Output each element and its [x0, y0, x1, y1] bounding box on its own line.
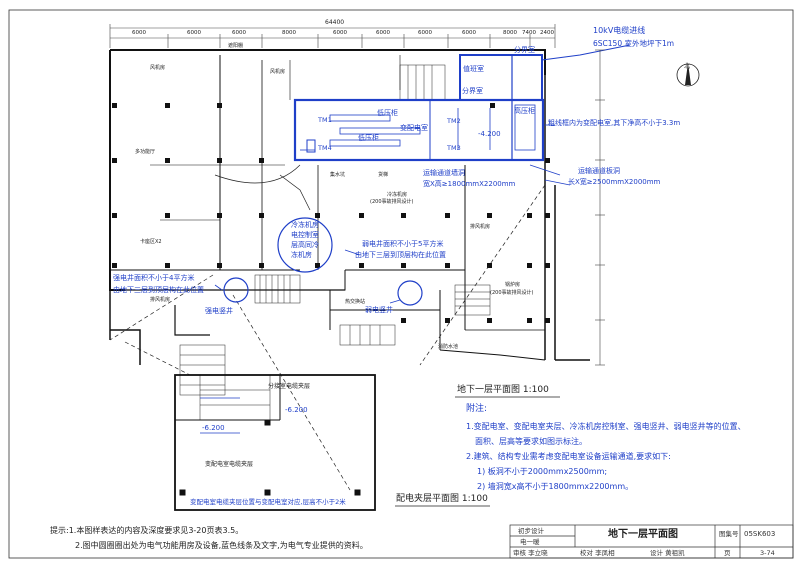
mezzanine-position-note: 变配电室电缆夹层位置与变配电室对应,层高不小于2米 — [190, 498, 346, 506]
room-label: 遮阳棚 — [228, 43, 244, 49]
north-label: 北 — [684, 63, 691, 70]
appendix-item-2: 2.建筑、结构专业需考虑变配电室设备运输通道,要求如下: — [466, 452, 671, 461]
divider-mezzanine-label: 分接室电缆夹层 — [268, 383, 311, 390]
mezzanine-room-label: 变配电室电缆夹层 — [205, 461, 254, 468]
room-label: 排风机房 — [470, 224, 491, 230]
mezzanine-plan — [174, 374, 376, 511]
span-dim: 6000 — [333, 30, 347, 36]
transformer-room-label: 变配电室 — [400, 124, 428, 132]
room-label: 货梯 — [378, 172, 389, 178]
atlas-number: 05SK603 — [744, 530, 776, 538]
substation-clearance-note: 粗线框内为变配电室,其下净高不小于3.3m — [548, 119, 681, 127]
wall-opening-note: 运输通道墙洞 — [423, 169, 465, 177]
discipline: 电一暖 — [520, 538, 540, 546]
cable-entry-label: 10kV电缆进线 — [593, 26, 646, 35]
divider-room-label-2: 分界室 — [462, 87, 483, 95]
design-stage: 初步设计 — [518, 527, 544, 535]
low-voltage-cabinet-label: 低压柜 — [358, 134, 379, 142]
appendix-item-2-2: 2) 墙洞宽x高不小于1800mmx2200mm。 — [477, 482, 634, 491]
weak-shaft-area-note: 弱电井面积不小于5平方米 — [362, 240, 444, 248]
bottom-note-2: 2.图中圆圈圈出处为电气功能用房及设备,蓝色线条及文字,为电气专业提供的资料。 — [75, 541, 368, 550]
room-label: 集水坑 — [330, 172, 346, 178]
north-arrow — [676, 63, 700, 87]
mezzanine-elevation-a: -6.200 — [285, 406, 308, 414]
page-label: 页 — [724, 549, 731, 557]
substation-zone — [293, 44, 631, 162]
checker: 校对 李凤相 — [580, 549, 615, 557]
atlas-label: 图集号 — [719, 530, 739, 538]
bottom-note-1: 提示:1.本图样表达的内容及深度要求见3-20页表3.5。 — [50, 526, 244, 535]
room-label: 锅炉房 — [505, 282, 521, 288]
stair-cores — [179, 64, 491, 421]
slab-opening-note: 运输通道板洞 — [578, 167, 620, 175]
divider-room-label: 分界室 — [514, 46, 535, 54]
span-dim: 6000 — [132, 30, 146, 36]
sheet-border — [8, 9, 794, 559]
duty-room-label: 值班室 — [463, 65, 484, 73]
top-dimension-lines — [109, 24, 556, 48]
strong-shaft-label: 强电竖井 — [205, 307, 233, 315]
elevation-label: -4.200 — [478, 130, 501, 138]
tm1-label: TM1 — [318, 116, 332, 124]
span-dim: 8000 — [503, 30, 517, 36]
span-dim: 6000 — [376, 30, 390, 36]
span-dim: 6000 — [418, 30, 432, 36]
room-label: 消防水池 — [438, 344, 459, 350]
designer: 设计 黄祖凯 — [650, 549, 685, 557]
stage-arc — [214, 164, 311, 211]
span-dim: 6000 — [462, 30, 476, 36]
slab-opening-size: 长X宽≥2500mmX2000mm — [568, 178, 661, 186]
appendix-heading: 附注: — [466, 404, 488, 414]
weak-shaft-label: 弱电竖井 — [365, 306, 393, 314]
chiller-control-note: 电控制室 — [291, 231, 319, 239]
span-dim: 6000 — [232, 30, 246, 36]
cable-spec-label: 6SC150 室外地坪下1m — [593, 39, 675, 48]
appendix-item-2-1: 1) 板洞不小于2000mmx2500mm; — [477, 467, 608, 476]
span-dim: 6000 — [187, 30, 201, 36]
mezzanine-projection — [109, 184, 546, 491]
span-dim: 8000 — [282, 30, 296, 36]
weak-shaft-floors-note: 由地下三层到顶层构在此位置 — [355, 251, 446, 259]
room-label: (200事故排风设计) — [490, 290, 534, 296]
room-label: 多功能厅 — [135, 149, 156, 155]
span-dim: 2400 — [540, 30, 554, 36]
basement-plan-title: 地下一层平面图 1:100 — [457, 385, 549, 395]
chiller-control-note: 冷冻机房 — [291, 221, 319, 229]
tm3-label: TM3 — [447, 144, 461, 152]
reviewer: 审核 李立晓 — [513, 549, 548, 557]
page-number: 3-74 — [760, 549, 775, 557]
total-dimension: 64400 — [325, 19, 345, 26]
wall-opening-size: 宽X高≥1800mmX2200mm — [423, 180, 516, 188]
chiller-control-note: 层高同冷 — [291, 241, 319, 249]
title-block-frame — [509, 524, 794, 559]
strong-shaft-area-note: 强电井面积不小于4平方米 — [113, 274, 195, 282]
room-label: 冷冻机房 — [387, 192, 408, 198]
high-voltage-room-label: 高压柜 — [514, 107, 535, 115]
electrical-room-circles — [223, 217, 423, 306]
tm4-label: TM4 — [318, 144, 332, 152]
strong-shaft-floors-note: 由地下三层到顶层构在此位置 — [113, 286, 204, 294]
mezzanine-elevation-b: -6.200 — [202, 424, 225, 432]
room-label: 风机房 — [270, 69, 286, 75]
room-label: 卡座区X2 — [140, 239, 162, 245]
structural-columns — [112, 103, 550, 323]
room-label: 热交换站 — [345, 299, 366, 305]
chiller-control-note: 冻机房 — [291, 251, 312, 259]
drawing-title: 地下一层平面图 — [608, 529, 678, 540]
appendix-item-1a: 1.变配电室、变配电室夹层、冷冻机房控制室、强电竖井、弱电竖井等的位置、 — [466, 422, 746, 431]
span-dim: 7400 — [522, 30, 536, 36]
appendix-item-1b: 面积、层高等要求如图示标注。 — [475, 437, 587, 446]
annotation-leaders — [200, 124, 571, 434]
right-dimension-lines — [595, 49, 605, 366]
mezzanine-plan-title: 配电夹层平面图 1:100 — [396, 494, 488, 504]
low-voltage-cabinet-label: 低压柜 — [377, 109, 398, 117]
building-walls — [109, 49, 590, 365]
room-label: 风机房 — [150, 65, 166, 71]
room-label: 排风机房 — [150, 297, 171, 303]
room-label: (200事故排风设计) — [370, 199, 414, 205]
tm2-label: TM2 — [447, 117, 461, 125]
plan-title-underlines — [395, 396, 560, 507]
